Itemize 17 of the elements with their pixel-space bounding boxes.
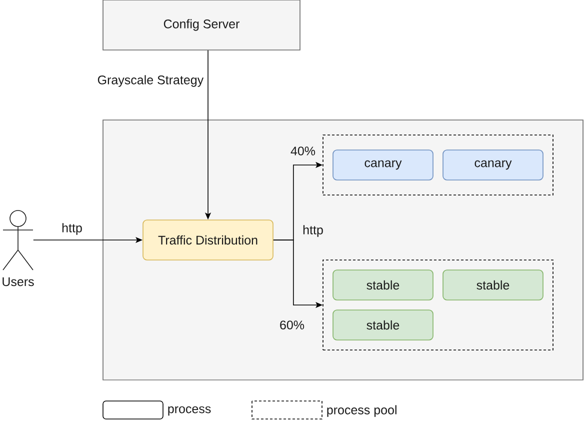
edge-label: 60% bbox=[278, 320, 306, 330]
node-label: Users bbox=[2, 277, 34, 286]
process-box: stable bbox=[332, 270, 434, 300]
edge-label: 40% bbox=[290, 146, 317, 156]
dashed-group-box bbox=[322, 260, 554, 350]
legend-label: process bbox=[168, 406, 211, 416]
process-box: canary bbox=[332, 150, 434, 180]
process-box: stable bbox=[442, 270, 544, 300]
dashed-group-box bbox=[322, 134, 554, 196]
legend-label: process pool bbox=[327, 405, 396, 417]
process-box: Config Server bbox=[102, 0, 300, 50]
text-label: http bbox=[302, 224, 324, 238]
edge-label: http bbox=[60, 222, 84, 236]
process-box: stable bbox=[332, 310, 434, 340]
process-box: Traffic Distribution bbox=[142, 220, 274, 260]
process-box: canary bbox=[442, 150, 544, 180]
edge-label: Grayscale Strategy bbox=[96, 74, 205, 88]
